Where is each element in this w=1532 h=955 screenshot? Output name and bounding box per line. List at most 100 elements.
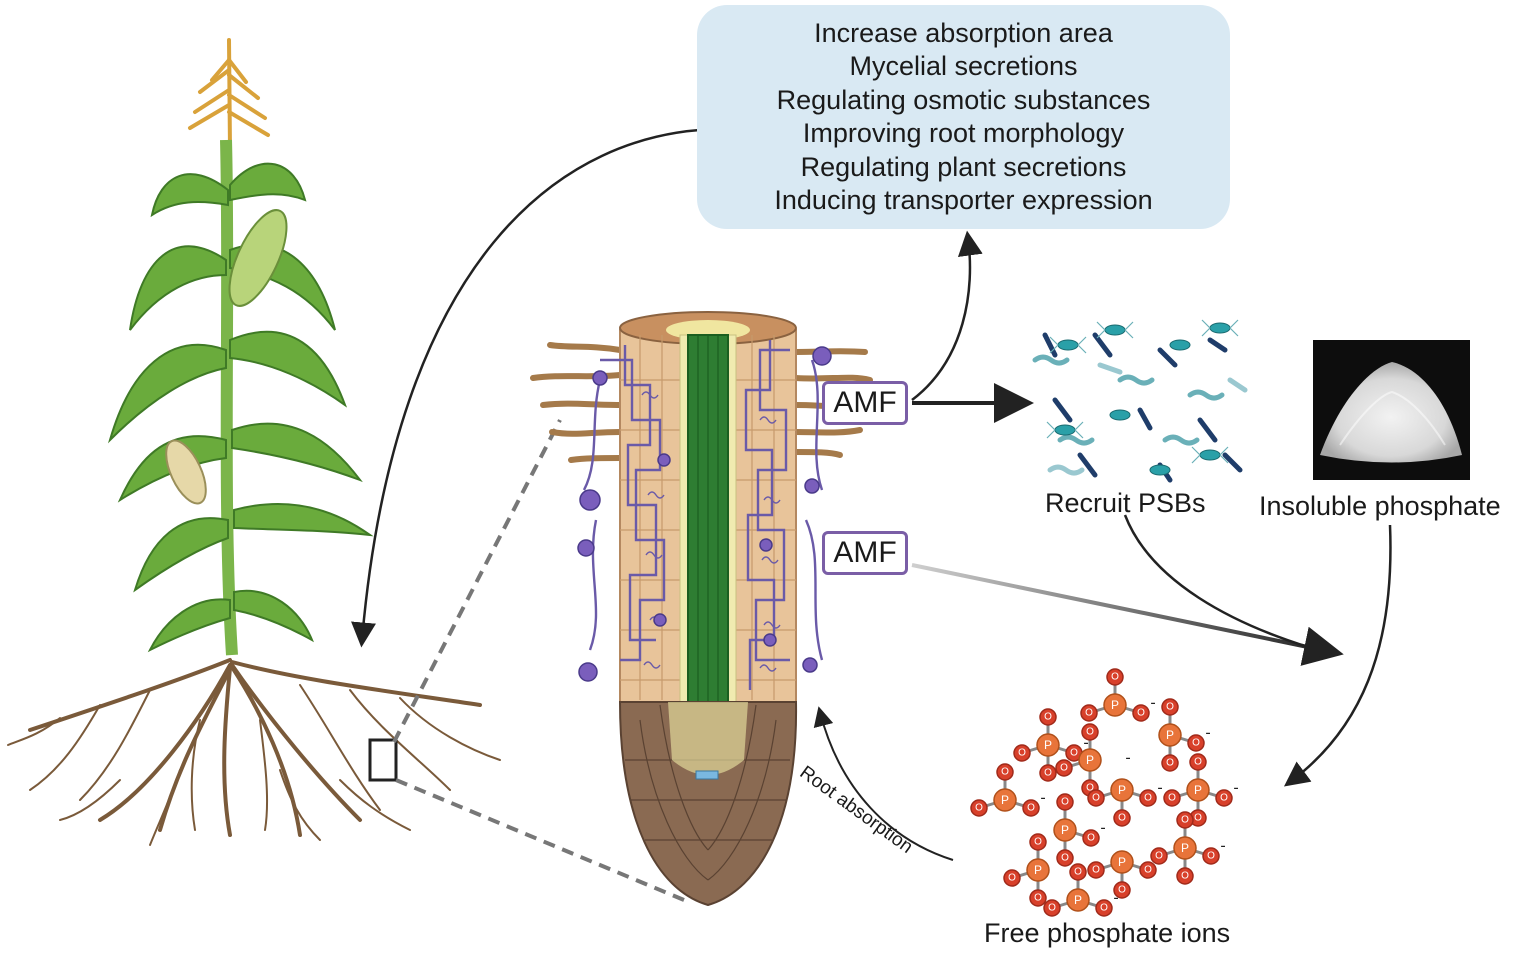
phosphorus-symbol: P: [1118, 783, 1126, 797]
charge-symbol: -: [1113, 890, 1118, 907]
oxygen-symbol: O: [1207, 851, 1215, 862]
charge-symbol: -: [1157, 780, 1162, 797]
phosphorus-atom: [1110, 778, 1134, 802]
phosphorus-atom: [1186, 778, 1210, 802]
tassel: [188, 38, 270, 152]
oxygen-atom: [1139, 861, 1157, 879]
oxygen-symbol: O: [1092, 793, 1100, 804]
oxygen-atom: [1029, 889, 1047, 907]
charge-symbol: -: [1205, 725, 1210, 742]
arrow-root-absorption: [813, 706, 954, 861]
oxygen-atom: [1043, 899, 1061, 917]
oxygen-atom: [1176, 867, 1194, 885]
phosphorus-atom: [1053, 818, 1077, 842]
oxygen-symbol: O: [1137, 708, 1145, 719]
oxygen-atom: [1163, 789, 1181, 807]
phosphorus-symbol: P: [1111, 698, 1119, 712]
oxygen-symbol: O: [1181, 815, 1189, 826]
phosphate-ion: O O O P -: [1158, 698, 1211, 772]
arrows: [351, 127, 1392, 861]
zoom-lines: [392, 419, 685, 902]
charge-symbol: -: [1040, 790, 1045, 807]
oxygen-atom: [1202, 847, 1220, 865]
oxygen-symbol: O: [1194, 757, 1202, 768]
stalk: [220, 139, 238, 656]
oxygen-symbol: O: [1027, 803, 1035, 814]
arrow-amf-to-ions: [911, 563, 1344, 666]
oxygen-symbol: O: [1008, 873, 1016, 884]
phosphorus-symbol: P: [1086, 753, 1094, 767]
arrow-insoluble-to-ions: [1283, 524, 1392, 787]
oxygen-symbol: O: [1018, 748, 1026, 759]
phosphorus-atom: [1110, 850, 1134, 874]
oxygen-atom: [1187, 734, 1205, 752]
oxygen-symbol: O: [1070, 748, 1078, 759]
oxygen-atom: [1113, 809, 1131, 827]
oxygen-atom: [1056, 793, 1074, 811]
oxygen-symbol: O: [1061, 853, 1069, 864]
leaves: [107, 162, 374, 653]
oxygen-symbol: O: [1111, 672, 1119, 683]
insoluble-phosphate-label: Insoluble phosphate: [1259, 491, 1501, 521]
oxygen-atom: [1056, 849, 1074, 867]
charge-symbol: -: [1220, 838, 1225, 855]
charge-symbol: -: [1083, 735, 1088, 752]
oxygen-atom: [1161, 754, 1179, 772]
psb-bacteria: [1032, 319, 1248, 483]
oxygen-symbol: O: [1166, 702, 1174, 713]
mechanism-item: Mycelial secretions: [849, 51, 1078, 81]
oxygen-atom: [1080, 704, 1098, 722]
oxygen-symbol: O: [1181, 871, 1189, 882]
charge-symbol: -: [1125, 750, 1130, 767]
oxygen-atom: [1095, 899, 1113, 917]
free-phosphate-ions-label: Free phosphate ions: [984, 918, 1231, 948]
oxygen-symbol: O: [1086, 727, 1094, 738]
amf-hyphae: [582, 340, 824, 690]
phosphorus-symbol: P: [1061, 823, 1069, 837]
oxygen-atom: [996, 763, 1014, 781]
zoom-region-box: [368, 738, 398, 782]
oxygen-atom: [1176, 811, 1194, 829]
phosphorus-atom: [993, 788, 1017, 812]
oxygen-symbol: O: [1060, 763, 1068, 774]
oxygen-symbol: O: [1085, 708, 1093, 719]
mechanism-item: Regulating osmotic substances: [776, 84, 1151, 115]
phosphorus-symbol: P: [1118, 855, 1126, 869]
oxygen-symbol: O: [1044, 768, 1052, 779]
mechanism-item: Inducing transporter expression: [774, 185, 1153, 215]
oxygen-atom: [1106, 668, 1124, 686]
oxygen-symbol: O: [975, 803, 983, 814]
phosphorus-atom: [1103, 693, 1127, 717]
oxygen-atom: [970, 799, 988, 817]
mechanism-item: Improving root morphology: [802, 118, 1125, 148]
oxygen-symbol: O: [1048, 903, 1056, 914]
oxygen-atom: [1029, 833, 1047, 851]
oxygen-symbol: O: [1166, 758, 1174, 769]
oxygen-symbol: O: [1074, 867, 1082, 878]
phosphorus-symbol: P: [1034, 863, 1042, 877]
insoluble-phosphate-image: [1313, 340, 1470, 480]
oxygen-atom: [1215, 789, 1233, 807]
oxygen-symbol: O: [1144, 865, 1152, 876]
amf-spores: [577, 346, 832, 682]
root-system: [7, 658, 501, 846]
oxygen-symbol: O: [1100, 903, 1108, 914]
phosphorus-atom: [1026, 858, 1050, 882]
amf-label-bottom: AMF: [822, 531, 908, 575]
mechanism-item: Regulating plant secretions: [800, 151, 1127, 182]
oxygen-symbol: O: [1092, 865, 1100, 876]
arrow-psb-to-ions: [1123, 514, 1333, 660]
oxygen-atom: [1132, 704, 1150, 722]
phosphorus-symbol: P: [1166, 728, 1174, 742]
